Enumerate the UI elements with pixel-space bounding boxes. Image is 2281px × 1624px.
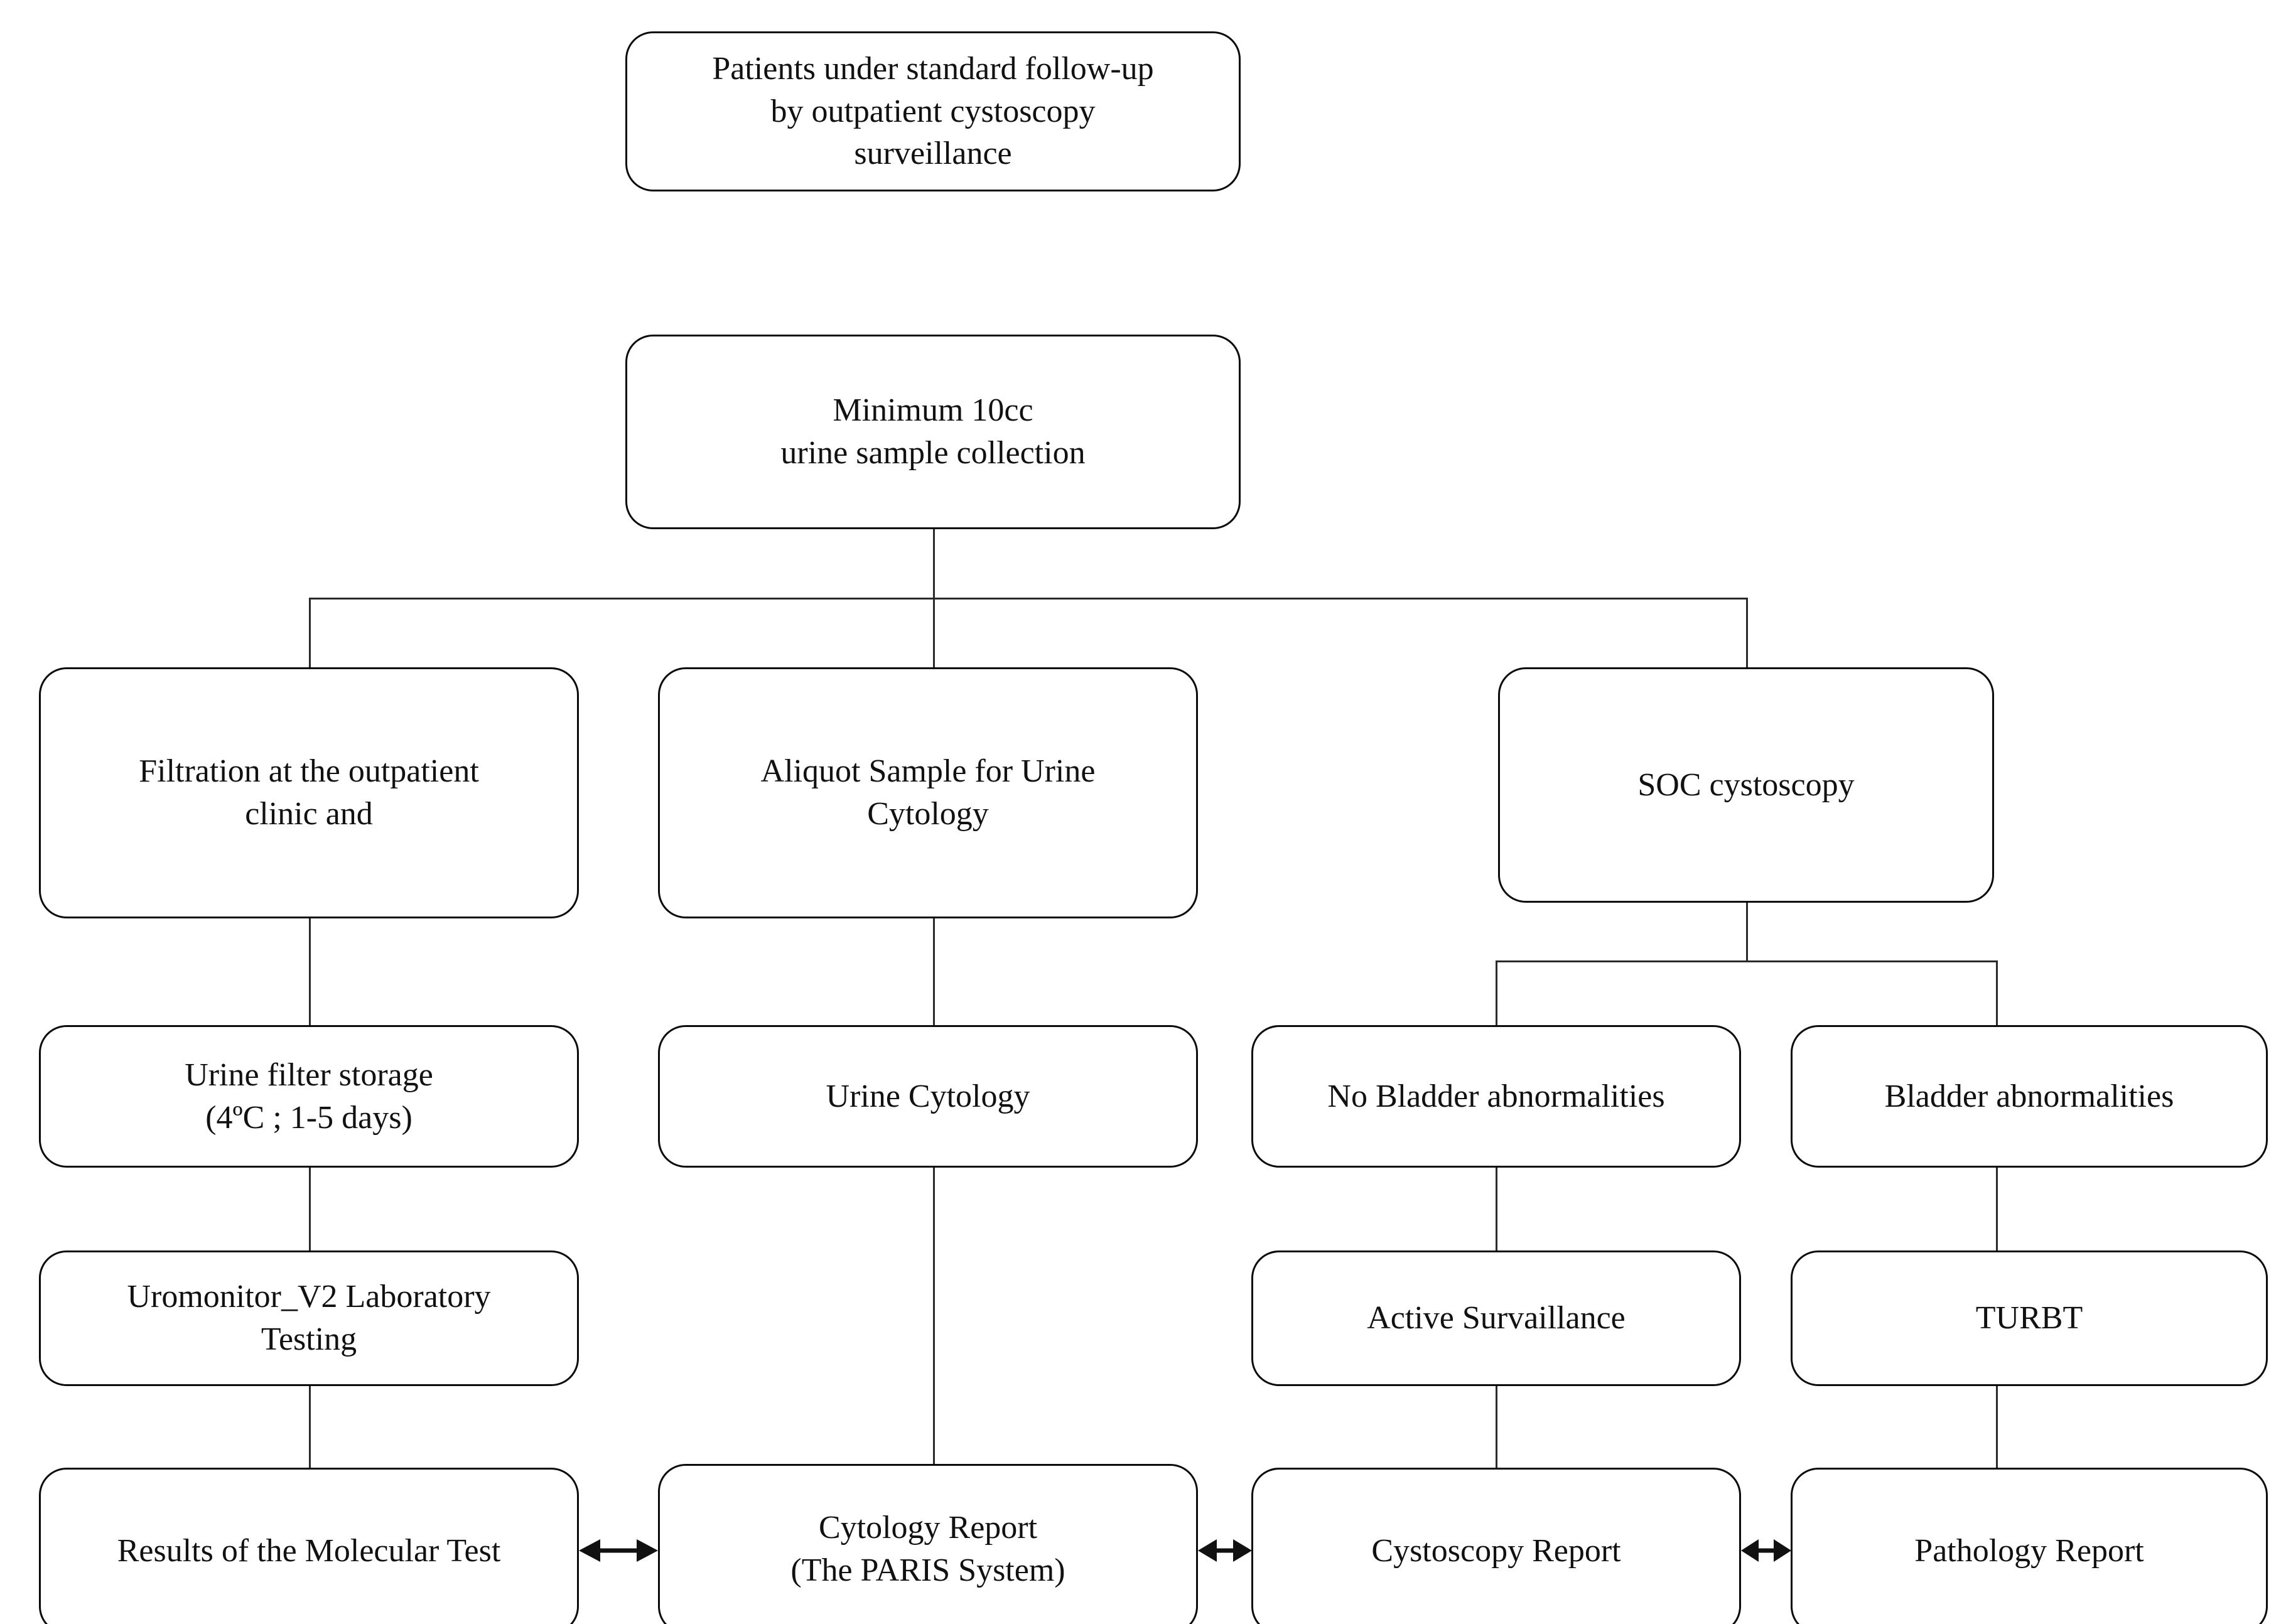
connector-collection-trunk [933,529,935,599]
connector-surveillance-to-cystoreport [1496,1385,1497,1469]
connector-soc-left-leg [1496,960,1497,1026]
node-uromonitor-testing[interactable]: Uromonitor_V2 Laboratory Testing [39,1250,579,1386]
node-urine-collection-label: Minimum 10cc urine sample collection [780,392,1086,471]
connector-turbt-to-pathreport [1996,1385,1998,1469]
node-bladder-abnormalities[interactable]: Bladder abnormalities [1791,1025,2268,1168]
node-urine-collection[interactable]: Minimum 10cc urine sample collection [625,335,1241,529]
connector-noabn-to-surveillance [1496,1166,1497,1252]
connector-abn-to-turbt [1996,1166,1998,1252]
arrow-molecular-to-cytology [579,1532,658,1569]
node-molecular-results-label: Results of the Molecular Test [117,1532,501,1569]
node-active-surveillance[interactable]: Active Survaillance [1251,1250,1741,1386]
node-patients-followup[interactable]: Patients under standard follow-up by out… [625,31,1241,191]
node-aliquot-cytology-label: Aliquot Sample for Urine Cytology [760,753,1096,832]
node-patients-followup-label: Patients under standard follow-up by out… [712,51,1154,172]
arrow-cytology-to-cystoscopy [1198,1532,1252,1569]
node-pathology-report[interactable]: Pathology Report [1791,1468,2268,1624]
arrow-cystoscopy-to-pathology [1741,1532,1791,1569]
node-uromonitor-testing-label: Uromonitor_V2 Laboratory Testing [127,1279,491,1357]
connector-aliquot-to-cytology [933,918,935,1026]
connector-soc-branch-bar [1496,960,1998,962]
node-active-surveillance-label: Active Survaillance [1367,1300,1626,1336]
node-cytology-report[interactable]: Cytology Report (The PARIS System) [658,1464,1198,1624]
node-pathology-report-label: Pathology Report [1914,1532,2144,1569]
connector-fanout-right-leg [1746,598,1748,669]
connector-soc-trunk [1746,901,1748,962]
node-turbt-label: TURBT [1975,1300,2083,1336]
node-filtration[interactable]: Filtration at the outpatient clinic and [39,667,579,918]
node-soc-cystoscopy[interactable]: SOC cystoscopy [1498,667,1994,903]
node-turbt[interactable]: TURBT [1791,1250,2268,1386]
node-filter-storage[interactable]: Urine filter storage (4ºC ; 1-5 days) [39,1025,579,1168]
node-cystoscopy-report-label: Cystoscopy Report [1371,1532,1621,1569]
node-molecular-results[interactable]: Results of the Molecular Test [39,1468,579,1624]
node-no-bladder-abnormalities-label: No Bladder abnormalities [1327,1078,1665,1114]
node-no-bladder-abnormalities[interactable]: No Bladder abnormalities [1251,1025,1741,1168]
connector-uromonitor-to-results [309,1385,311,1469]
node-cytology-report-label: Cytology Report (The PARIS System) [790,1509,1065,1588]
node-urine-cytology[interactable]: Urine Cytology [658,1025,1198,1168]
connector-soc-right-leg [1996,960,1998,1026]
connector-storage-to-uromonitor [309,1166,311,1252]
node-filtration-label: Filtration at the outpatient clinic and [139,753,479,832]
connector-filtration-to-storage [309,918,311,1026]
node-aliquot-cytology[interactable]: Aliquot Sample for Urine Cytology [658,667,1198,918]
connector-fanout-left-leg [309,598,311,669]
connector-cytology-to-report [933,1166,935,1469]
connector-fanout-bar [309,598,1748,600]
connector-fanout-mid-leg [933,598,935,669]
node-bladder-abnormalities-label: Bladder abnormalities [1884,1078,2174,1114]
node-filter-storage-label: Urine filter storage (4ºC ; 1-5 days) [185,1057,433,1136]
node-cystoscopy-report[interactable]: Cystoscopy Report [1251,1468,1741,1624]
node-urine-cytology-label: Urine Cytology [826,1078,1030,1114]
node-soc-cystoscopy-label: SOC cystoscopy [1637,766,1855,803]
